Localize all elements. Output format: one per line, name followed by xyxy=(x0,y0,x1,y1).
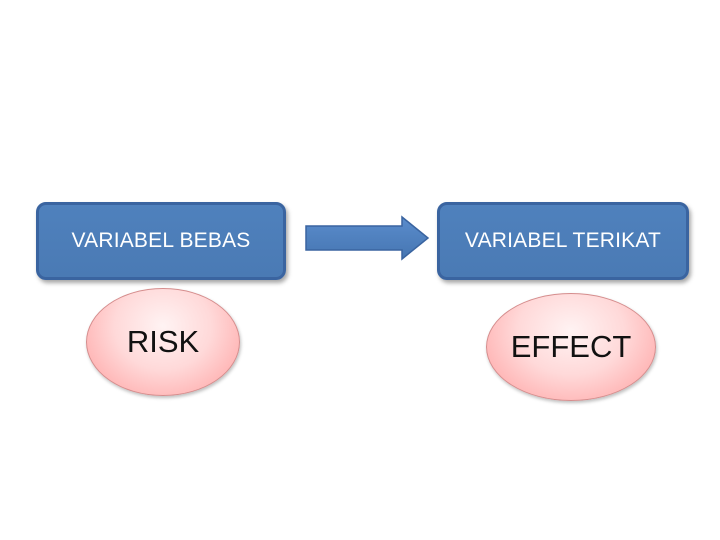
right-arrow-icon xyxy=(305,215,430,261)
variabel-terikat-box: VARIABEL TERIKAT xyxy=(437,202,689,280)
variabel-bebas-label: VARIABEL BEBAS xyxy=(71,229,251,252)
risk-oval: RISK xyxy=(86,288,240,396)
variabel-bebas-box: VARIABEL BEBAS xyxy=(36,202,286,280)
risk-label: RISK xyxy=(126,324,200,359)
effect-oval: EFFECT xyxy=(486,293,656,401)
variabel-terikat-label: VARIABEL TERIKAT xyxy=(464,229,662,252)
effect-label: EFFECT xyxy=(510,329,632,364)
